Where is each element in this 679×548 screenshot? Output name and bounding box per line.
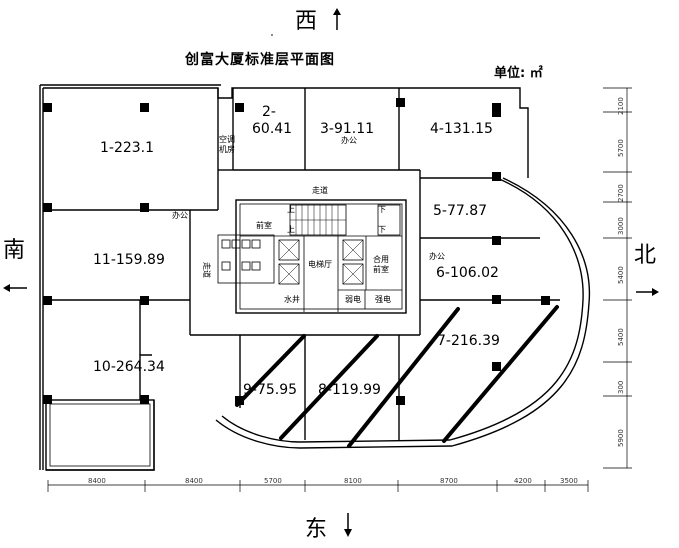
label-corridor-top: 走道 xyxy=(312,185,328,195)
unit-3-label: 3-91.11 xyxy=(320,121,374,137)
label-office-3: 办公 xyxy=(341,135,357,145)
elevator-4 xyxy=(342,263,364,285)
dim-bottom-4: 8100 xyxy=(344,477,362,485)
arrow-left-icon xyxy=(3,284,27,292)
dim-bottom-5: 8700 xyxy=(440,477,458,485)
dim-right-7: 300 xyxy=(617,381,625,394)
direction-east: 东 xyxy=(305,517,327,542)
dimension-bottom: 8400 8400 5700 8100 8700 4200 3500 xyxy=(47,477,589,492)
label-down-2: 下 xyxy=(378,225,386,234)
label-shaft: 水井 xyxy=(284,294,300,304)
unit-7-label: 7-216.39 xyxy=(437,333,500,349)
unit-1-label: 1-223.1 xyxy=(100,140,154,156)
label-ac-room-1: 空调 xyxy=(219,134,235,144)
svg-text:走道: 走道 xyxy=(202,262,212,278)
label-shared-front-1: 合用 xyxy=(373,254,389,264)
elevator-3 xyxy=(342,239,364,261)
unit-8-label: 8-119.99 xyxy=(318,382,381,398)
dimension-right: 2100 5700 2700 3000 5400 5400 300 5900 xyxy=(603,87,632,469)
dim-right-4: 3000 xyxy=(617,217,625,235)
label-strong-elec: 强电 xyxy=(375,294,391,304)
label-down-1: 下 xyxy=(378,205,386,214)
arrow-right-icon xyxy=(636,288,659,296)
label-elevator-hall: 电梯厅 xyxy=(308,259,332,269)
unit-10-label: 10-264.34 xyxy=(93,359,165,375)
unit-2-label-line2: 60.41 xyxy=(252,121,292,137)
unit-label: 单位: ㎡ xyxy=(494,65,543,81)
dim-right-5: 5400 xyxy=(617,266,625,284)
dim-bottom-3: 5700 xyxy=(264,477,282,485)
dim-right-8: 5900 xyxy=(617,429,625,447)
dim-bottom-2: 8400 xyxy=(185,477,203,485)
label-ac-room-2: 机房 xyxy=(219,144,235,154)
unit-11-label: 11-159.89 xyxy=(93,252,165,268)
unit-5-label: 5-77.87 xyxy=(433,203,487,219)
dim-right-2: 5700 xyxy=(617,139,625,157)
unit-9-label: 9-75.95 xyxy=(243,382,297,398)
dim-bottom-6: 4200 xyxy=(514,477,532,485)
dim-right-3: 2700 xyxy=(617,184,625,202)
arrow-up-icon xyxy=(333,8,341,30)
core xyxy=(217,199,407,314)
dim-bottom-7: 3500 xyxy=(560,477,578,485)
direction-west: 西 xyxy=(295,9,317,34)
dim-bottom-1: 8400 xyxy=(88,477,106,485)
unit-4-label: 4-131.15 xyxy=(430,121,493,137)
unit-6-label: 6-106.02 xyxy=(436,265,499,281)
elevator-2 xyxy=(278,263,300,285)
unit-2-label-line1: 2- xyxy=(262,104,276,120)
label-office-east: 办公 xyxy=(429,251,445,261)
direction-south: 南 xyxy=(3,238,25,263)
label-weak-elec: 弱电 xyxy=(345,294,361,304)
label-up-2: 上 xyxy=(287,225,295,234)
stair-west xyxy=(289,204,347,236)
label-corridor-west: 走道 xyxy=(202,262,212,278)
dim-right-6: 5400 xyxy=(617,328,625,346)
label-front-room: 前室 xyxy=(256,220,272,230)
label-shared-front-2: 前室 xyxy=(373,264,389,274)
elevator-1 xyxy=(278,239,300,261)
dim-right-1: 2100 xyxy=(617,97,625,115)
plan-title: 创富大厦标准层平面图 xyxy=(184,51,335,68)
label-up-1: 上 xyxy=(287,205,295,214)
arrow-down-icon xyxy=(344,513,352,537)
hatch-marks xyxy=(235,305,559,448)
direction-north: 北 xyxy=(634,243,656,268)
label-office-west: 办公 xyxy=(172,210,188,220)
